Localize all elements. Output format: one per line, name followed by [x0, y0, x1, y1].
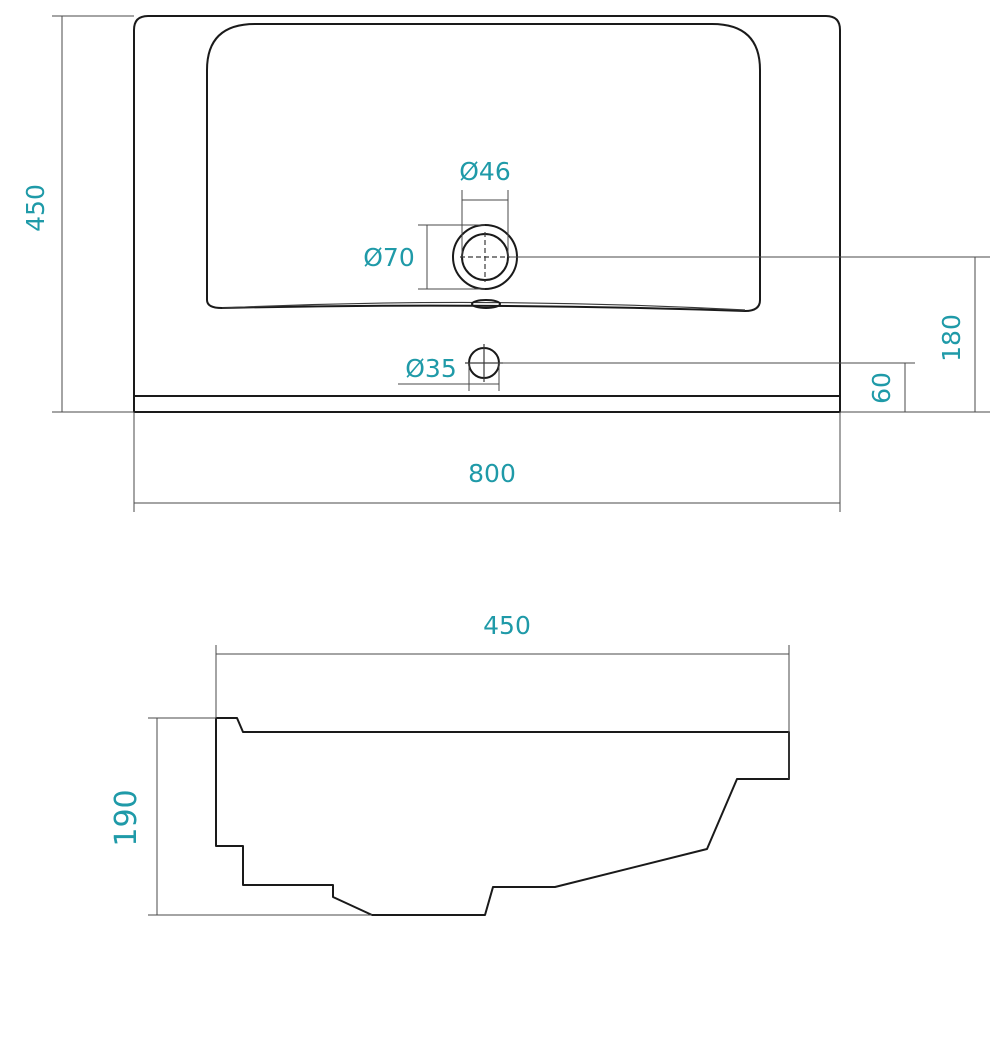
- tap-hole-label: Ø35: [405, 354, 457, 383]
- tap-height-label: 60: [867, 372, 896, 404]
- top-view-basin-lip: [221, 301, 746, 311]
- drain-inner-label: Ø46: [459, 157, 511, 186]
- top-depth-label: 450: [21, 184, 50, 232]
- top-view-outer-outline: [133, 15, 841, 413]
- top-view: 450 800 180 60 Ø70 Ø46 Ø35: [21, 15, 990, 512]
- top-width-label: 800: [468, 459, 516, 488]
- overflow-slot: [471, 299, 501, 309]
- side-view-profile: [215, 717, 790, 916]
- side-height-label: 190: [109, 789, 144, 846]
- drain-height-label: 180: [937, 314, 966, 362]
- side-view: 450 190: [109, 611, 790, 916]
- side-depth-label: 450: [483, 611, 531, 640]
- drain-outer-label: Ø70: [363, 243, 415, 272]
